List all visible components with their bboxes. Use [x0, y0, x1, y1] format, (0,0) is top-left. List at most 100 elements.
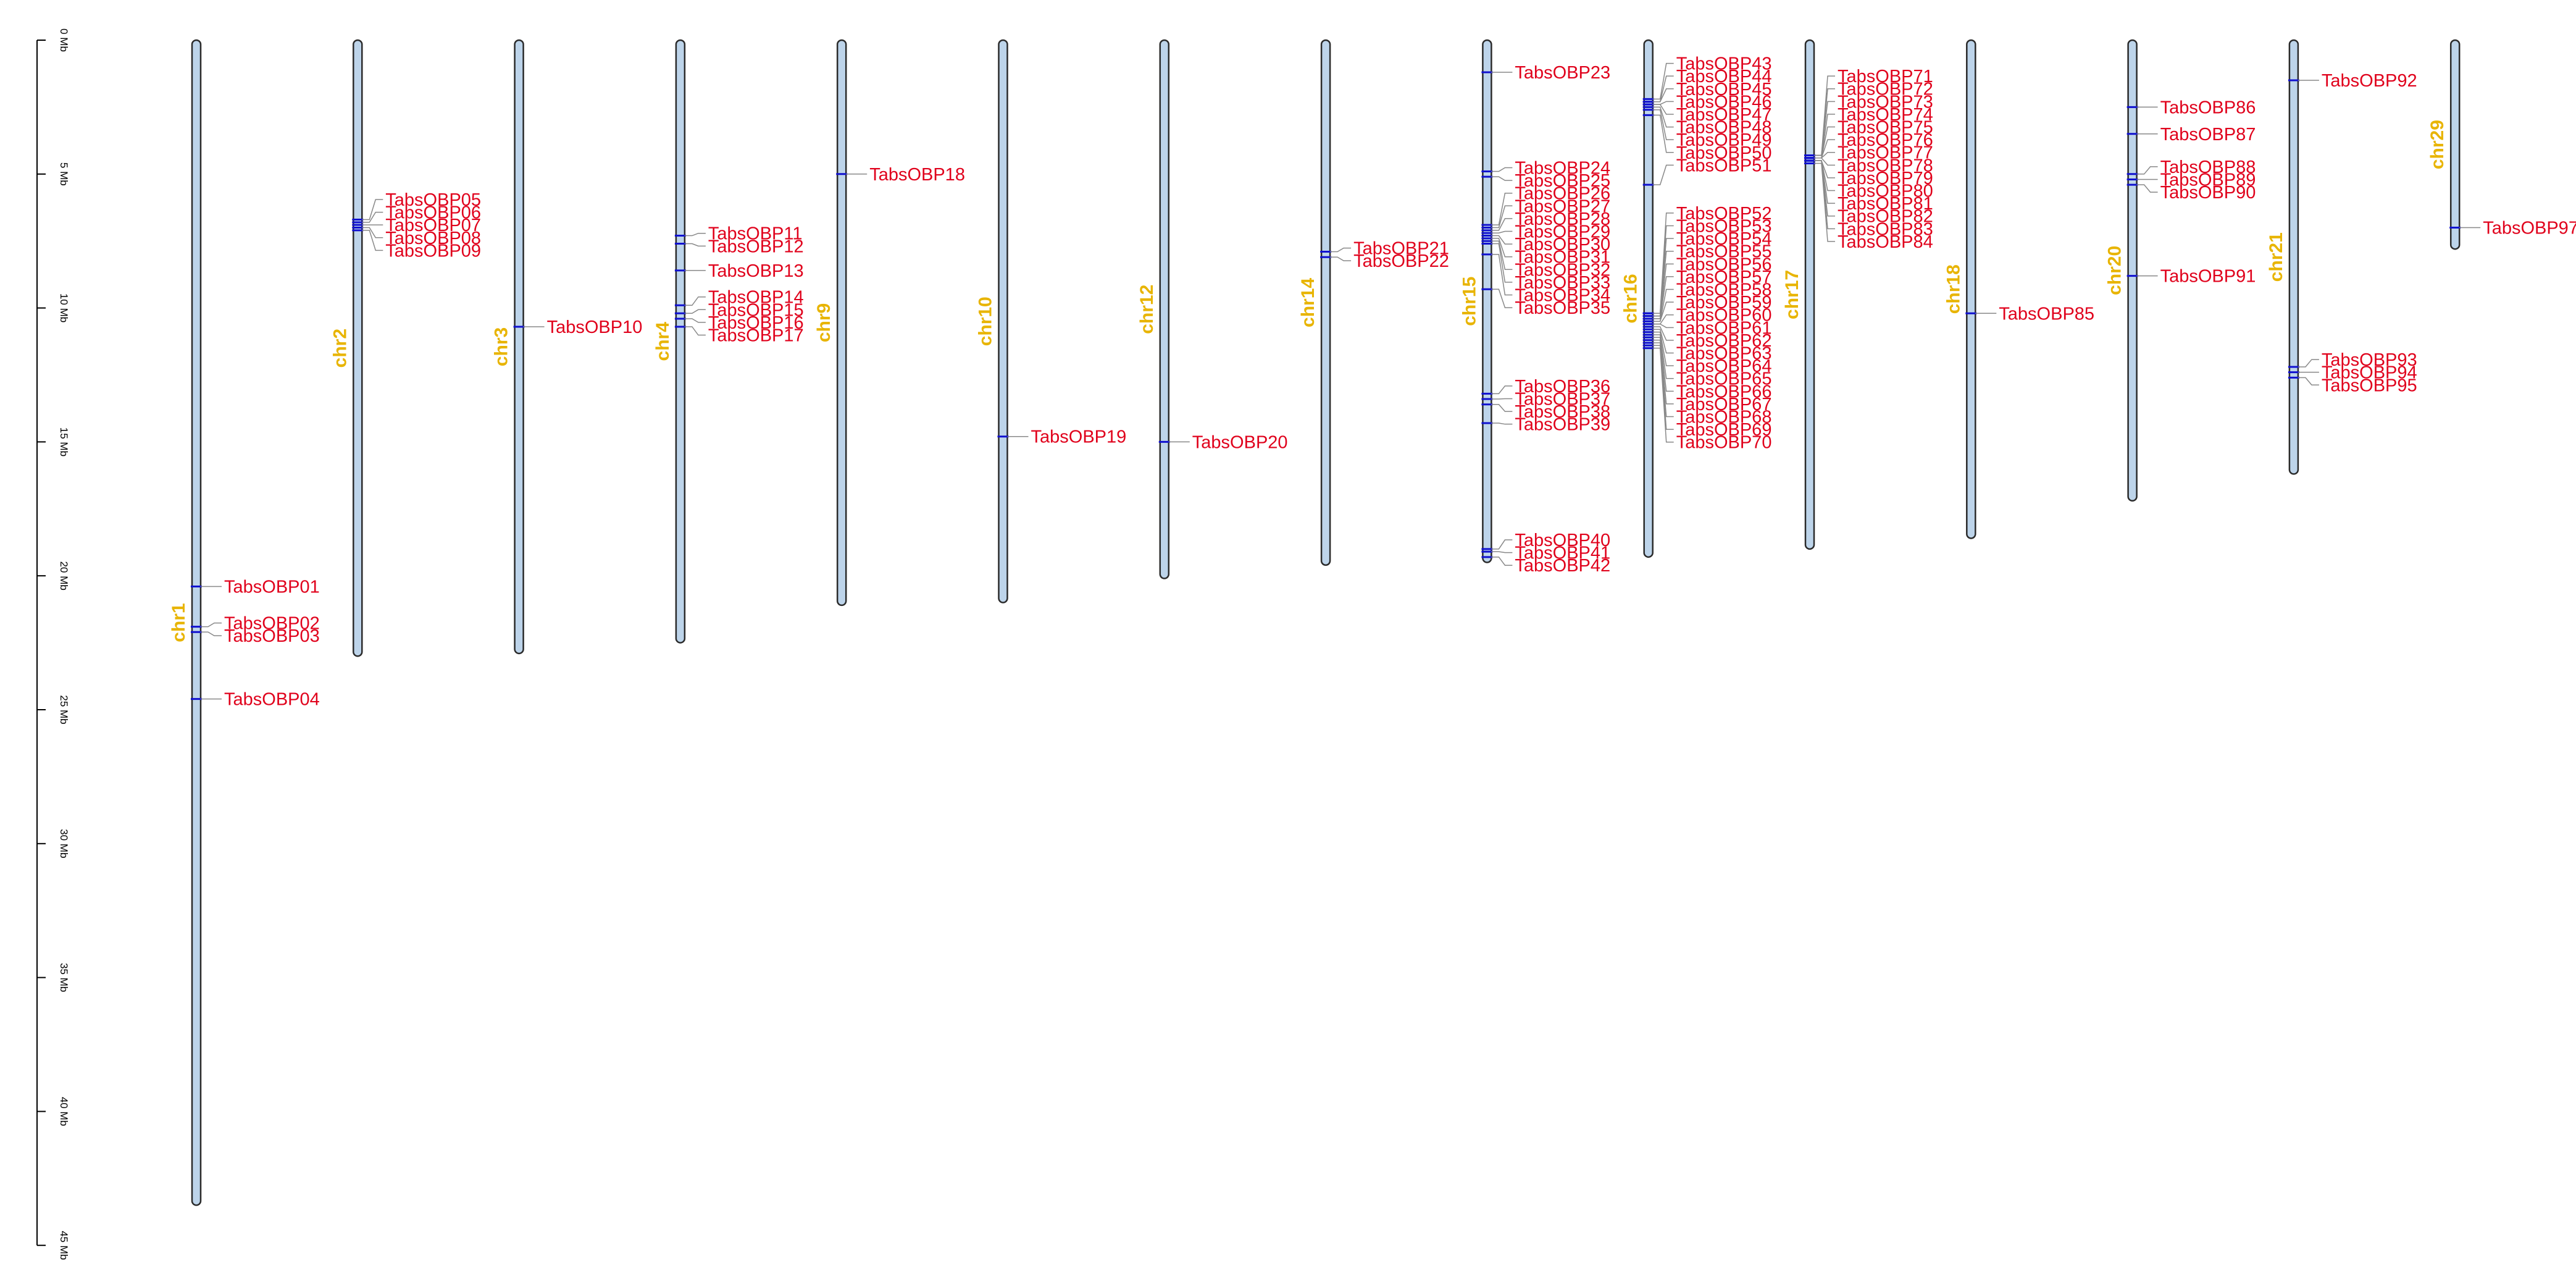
- chromosome-label: chr1: [169, 603, 189, 642]
- chromosome-label: chr15: [1459, 277, 1479, 326]
- gene-leader-line: [1652, 109, 1674, 140]
- gene-leader-line: [1491, 235, 1513, 245]
- gene-label-TabsOBP36: TabsOBP36: [1515, 377, 1610, 397]
- gene-label-TabsOBP82: TabsOBP82: [1838, 207, 1933, 227]
- gene-label-TabsOBP71: TabsOBP71: [1838, 67, 1933, 86]
- gene-leader-line: [1491, 218, 1513, 231]
- chromosome-chr16: [1643, 39, 1654, 558]
- gene-leader-line: [1814, 160, 1835, 230]
- gene-leader-line: [1652, 342, 1674, 418]
- gene-label-TabsOBP03: TabsOBP03: [224, 626, 320, 646]
- gene-leader-line: [684, 296, 706, 306]
- gene-leader-line: [1652, 347, 1674, 443]
- gene-leader-line: [684, 318, 706, 323]
- gene-leader-line: [1652, 104, 1674, 115]
- gene-label-TabsOBP91: TabsOBP91: [2160, 267, 2256, 287]
- gene-label-TabsOBP45: TabsOBP45: [1676, 80, 1772, 99]
- scale-tick-label: 5 Mb: [58, 162, 70, 186]
- gene-label-TabsOBP84: TabsOBP84: [1838, 232, 1933, 252]
- scale-tick-label: 30 Mb: [58, 829, 70, 858]
- gene-label-TabsOBP19: TabsOBP19: [1031, 427, 1127, 447]
- gene-label-TabsOBP97: TabsOBP97: [2483, 219, 2576, 238]
- gene-leader-line: [1652, 331, 1674, 366]
- gene-label-TabsOBP24: TabsOBP24: [1515, 159, 1610, 179]
- gene-label-TabsOBP79: TabsOBP79: [1838, 169, 1933, 188]
- gene-leader-line: [362, 211, 383, 223]
- gene-label-TabsOBP41: TabsOBP41: [1515, 544, 1610, 563]
- gene-label-TabsOBP17: TabsOBP17: [708, 326, 804, 346]
- gene-label-TabsOBP39: TabsOBP39: [1515, 415, 1610, 435]
- gene-label-TabsOBP95: TabsOBP95: [2322, 376, 2417, 395]
- gene-label-TabsOBP05: TabsOBP05: [385, 190, 481, 210]
- gene-label-TabsOBP74: TabsOBP74: [1838, 105, 1933, 125]
- scale-tick-label: 35 Mb: [58, 963, 70, 992]
- gene-leader-line: [1491, 385, 1513, 395]
- gene-label-TabsOBP10: TabsOBP10: [547, 317, 643, 337]
- gene-label-TabsOBP50: TabsOBP50: [1676, 143, 1772, 163]
- gene-leader-line: [684, 243, 706, 247]
- gene-label-TabsOBP56: TabsOBP56: [1676, 254, 1772, 274]
- gene-label-TabsOBP13: TabsOBP13: [708, 261, 804, 281]
- chromosome-chr20: [2127, 39, 2138, 502]
- gene-leader-line: [362, 230, 383, 251]
- chromosome-label: chr18: [1943, 264, 1963, 314]
- scale-tick-label: 25 Mb: [58, 695, 70, 724]
- gene-leader-line: [1652, 345, 1674, 430]
- gene-leader-line: [1652, 88, 1674, 103]
- gene-label-TabsOBP86: TabsOBP86: [2160, 98, 2256, 117]
- gene-label-TabsOBP11: TabsOBP11: [708, 224, 803, 244]
- gene-label-TabsOBP46: TabsOBP46: [1676, 92, 1772, 112]
- gene-leader-line: [1814, 162, 1835, 242]
- gene-label-TabsOBP90: TabsOBP90: [2160, 183, 2256, 203]
- gene-leader-line: [1491, 167, 1513, 172]
- chromosome-label: chr29: [2427, 120, 2448, 169]
- gene-label-TabsOBP44: TabsOBP44: [1676, 67, 1772, 86]
- gene-label-TabsOBP27: TabsOBP27: [1515, 196, 1610, 216]
- scale-tick-label: 0 Mb: [58, 28, 70, 52]
- chromosome-chr4: [675, 39, 686, 644]
- gene-label-TabsOBP67: TabsOBP67: [1676, 395, 1772, 414]
- gene-leader-line: [684, 232, 706, 237]
- chromosome-label: chr20: [2105, 246, 2125, 295]
- gene-label-TabsOBP53: TabsOBP53: [1676, 217, 1772, 237]
- gene-leader-line: [1491, 557, 1513, 566]
- gene-leader-line: [1330, 256, 1352, 261]
- gene-label-TabsOBP92: TabsOBP92: [2322, 71, 2417, 91]
- gene-leader-line: [201, 631, 222, 636]
- gene-label-TabsOBP61: TabsOBP61: [1676, 318, 1772, 338]
- gene-leader-line: [1652, 164, 1674, 185]
- gene-label-TabsOBP89: TabsOBP89: [2160, 170, 2256, 190]
- gene-label-TabsOBP28: TabsOBP28: [1515, 209, 1610, 229]
- scale-tick-label: 40 Mb: [58, 1097, 70, 1126]
- chromosome-label: chr4: [653, 322, 673, 361]
- gene-leader-line: [684, 326, 706, 336]
- gene-leader-line: [1491, 240, 1513, 271]
- gene-label-TabsOBP68: TabsOBP68: [1676, 408, 1772, 427]
- gene-label-TabsOBP12: TabsOBP12: [708, 237, 804, 256]
- gene-label-TabsOBP88: TabsOBP88: [2160, 158, 2256, 177]
- gene-leader-line: [1814, 101, 1835, 156]
- gene-label-TabsOBP51: TabsOBP51: [1676, 156, 1772, 175]
- chromosome-chr15: [1482, 39, 1492, 563]
- chromosome-chr10: [998, 39, 1008, 603]
- gene-label-TabsOBP66: TabsOBP66: [1676, 382, 1772, 401]
- gene-leader-line: [362, 199, 383, 221]
- gene-leader-line: [1652, 323, 1674, 329]
- gene-leader-line: [1652, 62, 1674, 100]
- gene-label-TabsOBP81: TabsOBP81: [1838, 194, 1933, 214]
- gene-leader-line: [362, 227, 383, 238]
- gene-label-TabsOBP42: TabsOBP42: [1515, 556, 1610, 576]
- gene-label-TabsOBP14: TabsOBP14: [708, 288, 804, 308]
- gene-leader-line: [2136, 184, 2158, 193]
- gene-label-TabsOBP94: TabsOBP94: [2322, 363, 2417, 383]
- chromosome-chr14: [1320, 39, 1331, 566]
- gene-leader-line: [1491, 238, 1513, 258]
- chromosome-chr12: [1159, 39, 1170, 579]
- gene-leader-line: [1814, 88, 1835, 156]
- chromosome-label: chr16: [1621, 274, 1641, 323]
- gene-leader-line: [1652, 276, 1674, 319]
- chromosome-chr21: [2288, 39, 2299, 475]
- gene-label-TabsOBP38: TabsOBP38: [1515, 402, 1610, 422]
- gene-label-TabsOBP78: TabsOBP78: [1838, 156, 1933, 175]
